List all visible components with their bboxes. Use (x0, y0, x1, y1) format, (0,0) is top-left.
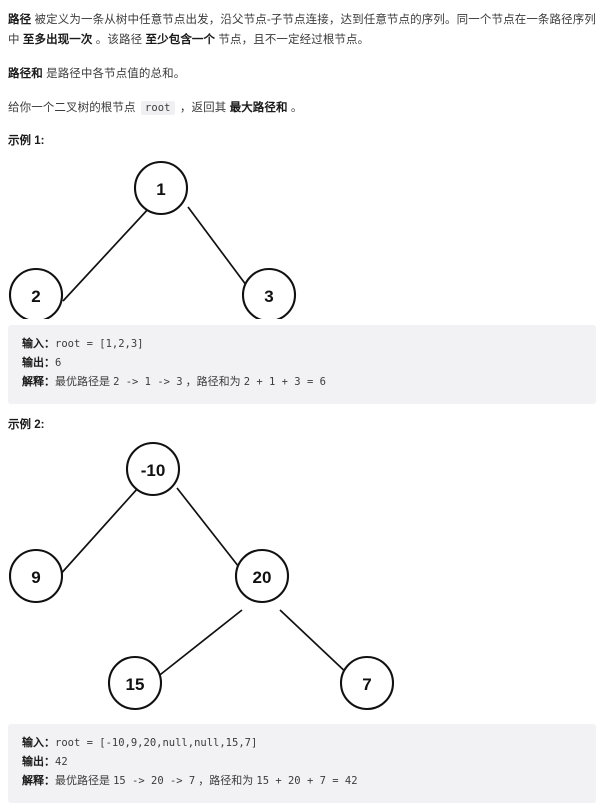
example-1-io-block: 输入：root = [1,2,3] 输出：6 解释：最优路径是 2 -> 1 -… (8, 325, 596, 404)
tree-node-1-value: 1 (156, 180, 165, 199)
term-max-path-sum: 最大路径和 (229, 102, 288, 114)
example-1-explain-line: 解释：最优路径是 2 -> 1 -> 3 ，路径和为 2 + 1 + 3 = 6 (22, 373, 582, 392)
paragraph-definition-path: 路径 被定义为一条从树中任意节点出发，沿父节点-子节点连接，达到任意节点的序列。… (8, 0, 596, 50)
tree-node-2-value: 2 (31, 287, 40, 306)
paragraph-text: 是路径中各节点值的总和。 (42, 68, 186, 80)
output-label: 输出： (22, 756, 55, 768)
example-1-label: 示例 1: (8, 135, 45, 147)
paragraph-text: 节点，且不一定经过根节点。 (215, 34, 370, 46)
paragraph-text: ，返回其 (176, 102, 230, 114)
term-at-least-one: 至少包含一个 (145, 34, 216, 46)
paragraph-text: 。 (287, 102, 303, 114)
paragraph-task: 给你一个二叉树的根节点 root ，返回其 最大路径和 。 (8, 98, 596, 118)
tree-node-7-value: 7 (362, 675, 371, 694)
input-label: 输入： (22, 737, 55, 749)
explain-prefix: 最优路径是 (55, 376, 114, 388)
tree-node-3: 3 (241, 267, 297, 323)
explain-sum: 2 + 1 + 3 = 6 (243, 376, 326, 388)
tree-node-neg10-value: -10 (141, 461, 166, 480)
example-2-label: 示例 2: (8, 419, 45, 431)
example-2-explain-line: 解释：最优路径是 15 -> 20 -> 7 ，路径和为 15 + 20 + 7… (22, 772, 582, 791)
output-value: 42 (55, 756, 68, 768)
paragraph-text: 被定义为一条从树中任意节点出发，沿父节点-子节点连接，达到任意节点的序列。同一个… (8, 14, 596, 46)
tree-node-7: 7 (339, 655, 395, 711)
explain-label: 解释： (22, 376, 55, 388)
tree-node-20: 20 (234, 548, 290, 604)
tree-node-3-value: 3 (264, 287, 273, 306)
tree-node-9-value: 9 (31, 568, 40, 587)
input-label: 输入： (22, 338, 55, 350)
example-1-output-line: 输出：6 (22, 354, 582, 373)
paragraph-text: 。该路径 (92, 34, 146, 46)
term-path: 路径 (8, 14, 32, 26)
example-2-io-block: 输入：root = [-10,9,20,null,null,15,7] 输出：4… (8, 724, 596, 803)
example-1-input-line: 输入：root = [1,2,3] (22, 335, 582, 354)
example-2-tree-figure: -10 9 20 15 7 (8, 438, 596, 718)
example-2-output-line: 输出：42 (22, 753, 582, 772)
tree-edge-neg10-to-9 (57, 487, 139, 578)
term-path-sum: 路径和 (8, 68, 43, 80)
binary-tree-diagram-2: -10 9 20 15 7 (8, 441, 395, 711)
tree-edge-neg10-to-20 (176, 487, 247, 577)
explain-prefix: 最优路径是 (55, 775, 114, 787)
term-at-most-once: 至多出现一次 (22, 34, 93, 46)
explain-path: 15 -> 20 -> 7 (113, 775, 196, 787)
binary-tree-diagram-1: 1 2 3 (8, 160, 297, 323)
output-value: 6 (55, 357, 62, 369)
tree-node-2: 2 (8, 267, 64, 323)
paragraph-text: 给你一个二叉树的根节点 (8, 102, 139, 114)
tree-node-1: 1 (133, 160, 189, 216)
explain-path: 2 -> 1 -> 3 (113, 376, 183, 388)
explain-label: 解释： (22, 775, 55, 787)
explain-sum: 15 + 20 + 7 = 42 (256, 775, 358, 787)
tree-node-15: 15 (107, 655, 163, 711)
example-2-input-line: 输入：root = [-10,9,20,null,null,15,7] (22, 734, 582, 753)
tree-edge-20-to-15 (155, 609, 243, 679)
tree-node-9: 9 (8, 548, 64, 604)
tree-node-20-value: 20 (253, 568, 272, 587)
tree-node-15-value: 15 (126, 675, 145, 694)
inline-code-root: root (140, 101, 175, 115)
input-value: root = [1,2,3] (55, 338, 144, 350)
tree-edge-20-to-7 (279, 609, 352, 678)
input-value: root = [-10,9,20,null,null,15,7] (55, 737, 258, 749)
explain-mid: ，路径和为 (182, 376, 244, 388)
paragraph-definition-path-sum: 路径和 是路径中各节点值的总和。 (8, 64, 596, 84)
output-label: 输出： (22, 357, 55, 369)
tree-edge-1-to-2 (62, 206, 151, 302)
tree-node-neg10: -10 (125, 441, 181, 497)
explain-mid: ，路径和为 (195, 775, 257, 787)
example-1-tree-figure: 1 2 3 (8, 154, 596, 323)
